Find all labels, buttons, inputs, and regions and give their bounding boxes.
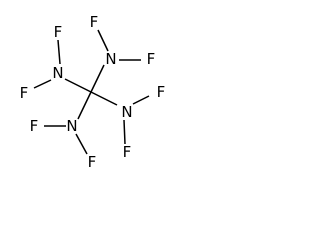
bond-c-n-right [90,91,118,106]
atom-f-bottom-left: F [30,117,39,135]
bond-n-f-top-center [97,29,109,52]
atom-n-top-right: N [105,50,116,68]
bond-c-n-bottom-left [77,91,92,120]
bond-n-f-upper-left [57,39,61,65]
atom-f-left: F [20,84,29,102]
atom-f-top-center: F [90,13,99,31]
bond-n-f-bottom-center [75,133,88,155]
atom-f-bottom-center: F [88,153,97,171]
atom-f-top-right: F [147,50,156,68]
molecule-structure: N N N N F F F F F F F F [20,13,166,171]
atom-n-right: N [121,103,132,121]
atom-n-bottom-left: N [66,117,77,135]
bond-c-n-top-right [90,64,105,93]
bond-c-n-left [64,78,92,93]
atom-f-right-bottom: F [123,143,132,161]
atom-f-right-top: F [157,83,166,101]
bond-n-f-right-bottom [123,119,126,145]
bond-n-f-right-top [132,95,150,105]
atom-f-upper-left: F [54,23,63,41]
atom-n-left: N [52,64,63,82]
bond-n-f-left [33,79,52,89]
